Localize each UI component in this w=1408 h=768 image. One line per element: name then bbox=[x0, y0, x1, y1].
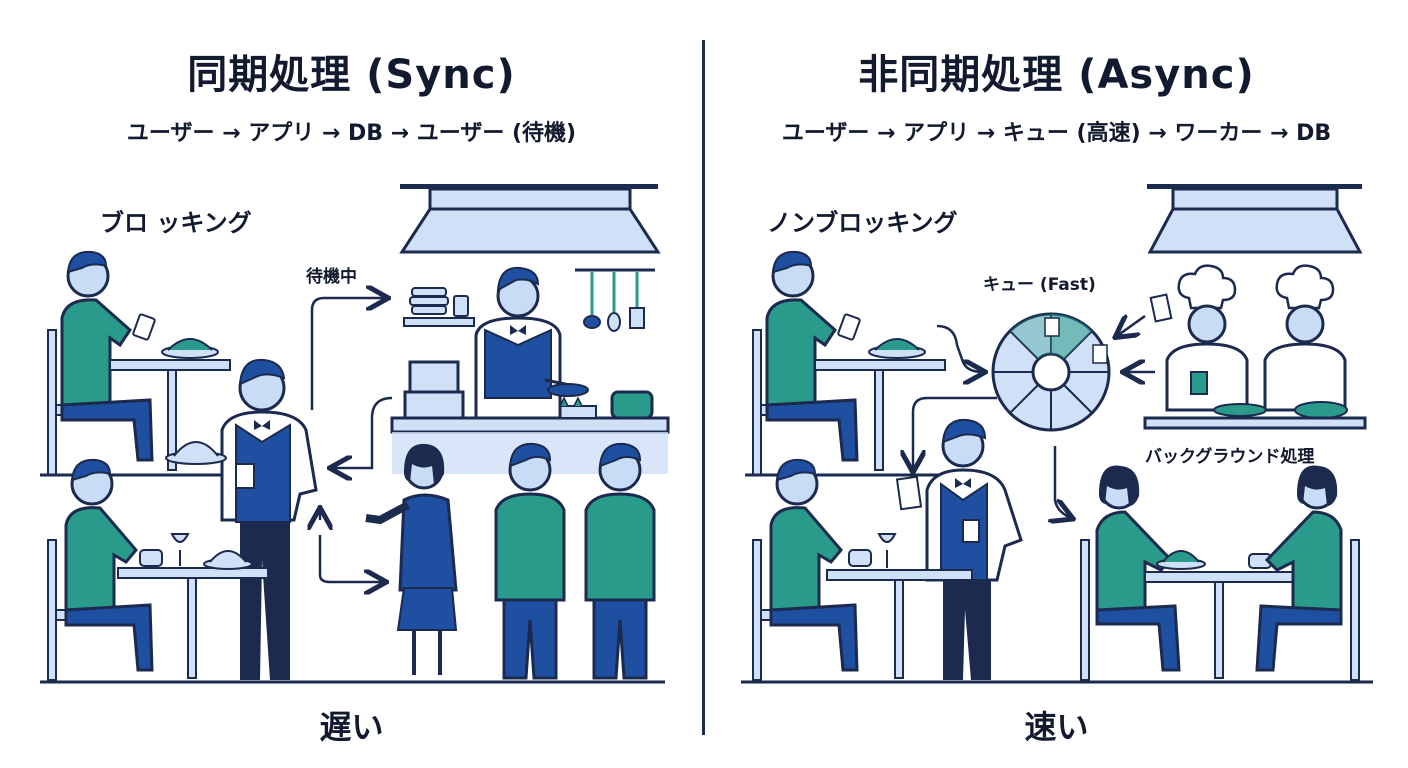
kitchen-hood-icon bbox=[1147, 184, 1363, 254]
sync-speed-label: 遅い bbox=[319, 708, 384, 746]
sync-flow: ユーザー → アプリ → DB → ユーザー (待機) bbox=[126, 121, 577, 146]
async-flow-arrows bbox=[913, 316, 1155, 518]
async-speed-label: 速い bbox=[1024, 708, 1089, 746]
dish-shelf-icon bbox=[403, 287, 475, 327]
waiter-person bbox=[895, 418, 1023, 680]
async-flow: ユーザー → アプリ → キュー (高速) → ワーカー → DB bbox=[781, 121, 1332, 146]
queue-wheel-icon bbox=[991, 312, 1111, 432]
cook-person bbox=[474, 266, 589, 420]
seated-customer-bottom bbox=[47, 458, 154, 681]
queue-man-1 bbox=[494, 442, 566, 680]
queue-label: キュー (Fast) bbox=[983, 275, 1096, 295]
diner-woman-right bbox=[1255, 465, 1360, 681]
queue-woman bbox=[365, 443, 458, 675]
diner-woman-left bbox=[1080, 465, 1181, 681]
table-top bbox=[109, 338, 231, 471]
order-ticket-icon bbox=[1149, 293, 1173, 323]
table-bottom bbox=[826, 533, 973, 679]
chef-worker-1 bbox=[1165, 264, 1249, 412]
utensils-rack-icon bbox=[575, 268, 655, 332]
background-process-label: バックグラウンド処理 bbox=[1145, 447, 1315, 467]
chef-worker-2 bbox=[1263, 264, 1348, 419]
waiting-label: 待機中 bbox=[306, 267, 357, 287]
center-divider bbox=[702, 40, 705, 735]
kitchen-hood-icon bbox=[399, 184, 661, 254]
async-panel: 非同期処理 (Async) ユーザー → アプリ → キュー (高速) → ワー… bbox=[705, 0, 1408, 768]
table-bottom bbox=[117, 533, 269, 679]
seated-customer-bottom bbox=[752, 458, 859, 681]
table-top bbox=[814, 338, 946, 471]
sync-panel: 同期処理 (Sync) ユーザー → アプリ → DB → ユーザー (待機) … bbox=[0, 0, 703, 768]
sync-mode-label: ブロ ッキング bbox=[100, 209, 252, 237]
async-mode-label: ノンブロッキング bbox=[767, 209, 958, 237]
sync-title: 同期処理 (Sync) bbox=[187, 52, 516, 98]
seated-customer-top bbox=[752, 250, 861, 476]
waiter-person bbox=[165, 358, 318, 680]
sync-illustration bbox=[40, 184, 670, 684]
kitchen-counter bbox=[1143, 403, 1367, 430]
async-title: 非同期処理 (Async) bbox=[858, 52, 1255, 98]
queue-man-2 bbox=[584, 442, 656, 680]
async-illustration bbox=[741, 184, 1373, 684]
seated-customer-top bbox=[47, 250, 156, 476]
table-right bbox=[1144, 550, 1294, 679]
sync-flow-arrows bbox=[312, 298, 393, 582]
